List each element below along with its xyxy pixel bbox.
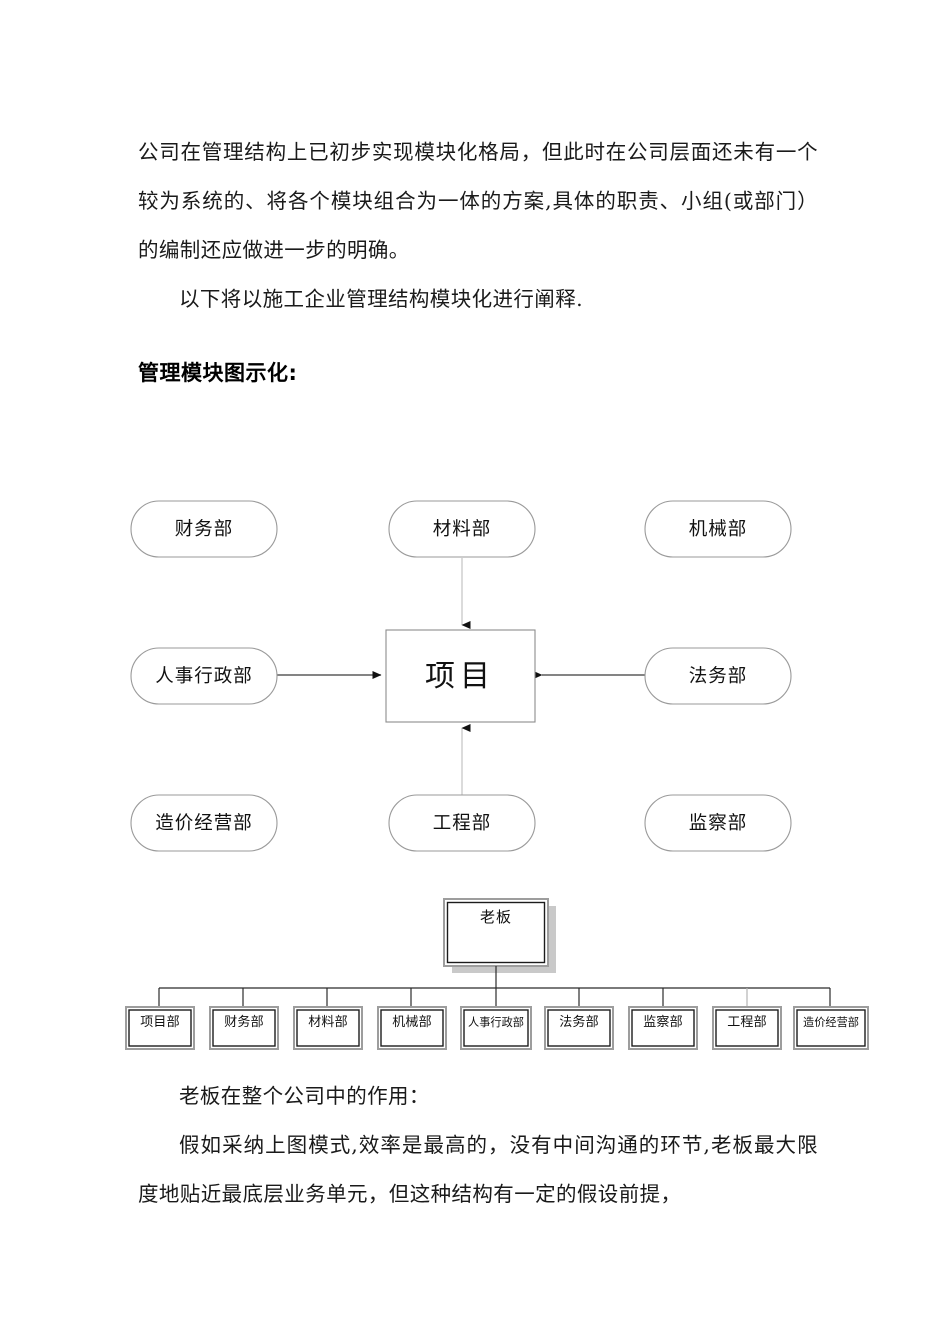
intro-paragraph-block: 公司在管理结构上已初步实现模块化格局，但此时在公司层面还未有一个较为系统的、将各… [138,128,818,324]
node-finance-dept[interactable]: 财务部 [130,500,278,558]
paragraph-1: 公司在管理结构上已初步实现模块化格局，但此时在公司层面还未有一个较为系统的、将各… [138,140,818,262]
node-supervision-dept-label: 监察部 [689,813,748,834]
org-node-supervision-dept-label: 监察部 [643,1015,683,1030]
node-machinery-dept[interactable]: 机械部 [644,500,792,558]
node-legal-dept-label: 法务部 [689,666,748,687]
org-node-cost-management-dept[interactable]: 造价经营部 [793,1006,869,1050]
org-node-material-dept[interactable]: 材料部 [293,1006,363,1050]
org-node-legal-dept[interactable]: 法务部 [544,1006,614,1050]
node-project[interactable]: 项目 [385,629,536,723]
org-node-hr-admin-dept-label: 人事行政部 [468,1015,524,1029]
org-connectors [158,966,831,1007]
org-node-project-dept[interactable]: 项目部 [125,1006,195,1050]
node-machinery-dept-label: 机械部 [689,519,748,540]
node-supervision-dept[interactable]: 监察部 [644,794,792,852]
node-cost-management-dept[interactable]: 造价经营部 [130,794,278,852]
node-hr-admin-dept[interactable]: 人事行政部 [130,647,278,705]
node-material-dept-label: 材料部 [433,519,492,540]
org-node-boss-label: 老板 [480,908,512,926]
org-node-finance-dept-label: 财务部 [224,1014,264,1030]
org-node-engineering-dept-label: 工程部 [727,1015,767,1030]
org-node-legal-dept-label: 法务部 [559,1014,599,1030]
org-node-cost-management-dept-label: 造价经营部 [803,1015,859,1029]
node-legal-dept[interactable]: 法务部 [644,647,792,705]
closing-paragraph-1: 老板在整个公司中的作用： [179,1084,430,1108]
module-diagram: 项目 财务部 人事行政部 造价经营部 材料部 工程部 [0,470,950,870]
section-heading: 管理模块图示化: [138,361,298,385]
org-node-boss[interactable]: 老板 [443,898,556,973]
node-cost-management-dept-label: 造价经营部 [155,813,253,834]
org-node-hr-admin-dept[interactable]: 人事行政部 [460,1006,532,1050]
node-material-dept[interactable]: 材料部 [388,500,536,558]
org-node-supervision-dept[interactable]: 监察部 [628,1006,698,1050]
org-node-engineering-dept[interactable]: 工程部 [712,1006,782,1050]
closing-paragraph-block: 老板在整个公司中的作用： 假如采纳上图模式,效率是最高的，没有中间沟通的环节,老… [138,1072,818,1219]
closing-paragraph-2: 假如采纳上图模式,效率是最高的，没有中间沟通的环节,老板最大限度地贴近最底层业务… [138,1133,818,1206]
node-hr-admin-dept-label: 人事行政部 [155,666,253,687]
node-finance-dept-label: 财务部 [175,519,234,540]
org-node-material-dept-label: 材料部 [308,1015,348,1030]
org-node-machinery-dept-label: 机械部 [392,1015,432,1030]
paragraph-2: 以下将以施工企业管理结构模块化进行阐释. [179,287,584,311]
node-project-label: 项目 [425,659,495,694]
org-node-finance-dept[interactable]: 财务部 [209,1006,279,1050]
org-node-machinery-dept[interactable]: 机械部 [377,1006,447,1050]
node-engineering-dept[interactable]: 工程部 [388,794,536,852]
org-node-project-dept-label: 项目部 [140,1015,180,1030]
org-chart: 老板 项目部 [0,890,950,1060]
node-engineering-dept-label: 工程部 [433,813,492,834]
